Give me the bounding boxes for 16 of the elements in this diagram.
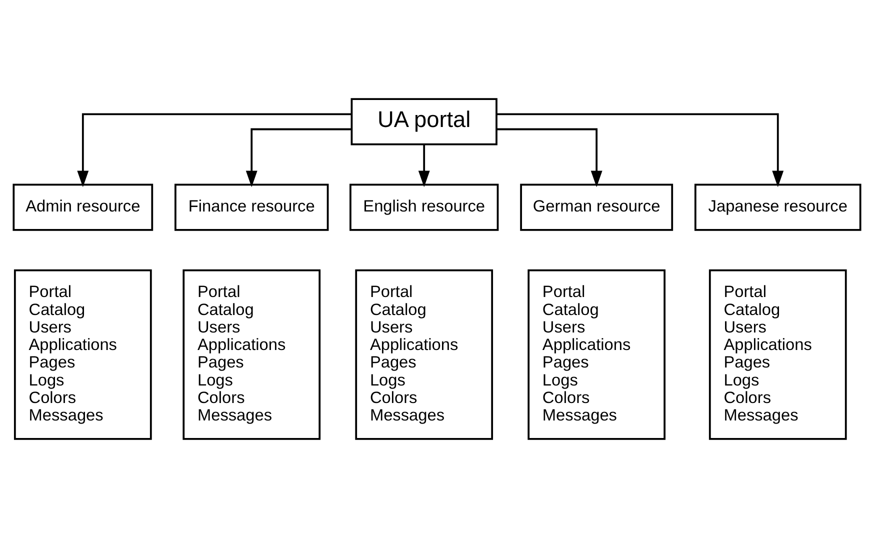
node-box: Japanese resource	[694, 184, 862, 231]
arrow	[246, 128, 352, 188]
node-box: Portal Catalog Users Applications Pages Logs Colors Messages	[182, 269, 321, 440]
node-box: UA portal	[350, 98, 498, 146]
arrow	[77, 113, 352, 188]
node-box: German resource	[520, 184, 674, 231]
arrow	[496, 128, 602, 188]
node-box: Portal Catalog Users Applications Pages Logs Colors Messages	[355, 269, 494, 440]
node-box: Admin resource	[12, 184, 154, 231]
arrow	[418, 144, 430, 188]
node-box: English resource	[350, 184, 499, 231]
node-box: Portal Catalog Users Applications Pages Logs Colors Messages	[528, 269, 666, 440]
arrow	[496, 113, 784, 188]
node-box: Finance resource	[174, 184, 329, 231]
node-box: Portal Catalog Users Applications Pages Logs Colors Messages	[708, 269, 847, 440]
node-box: Portal Catalog Users Applications Pages Logs Colors Messages	[14, 269, 152, 440]
